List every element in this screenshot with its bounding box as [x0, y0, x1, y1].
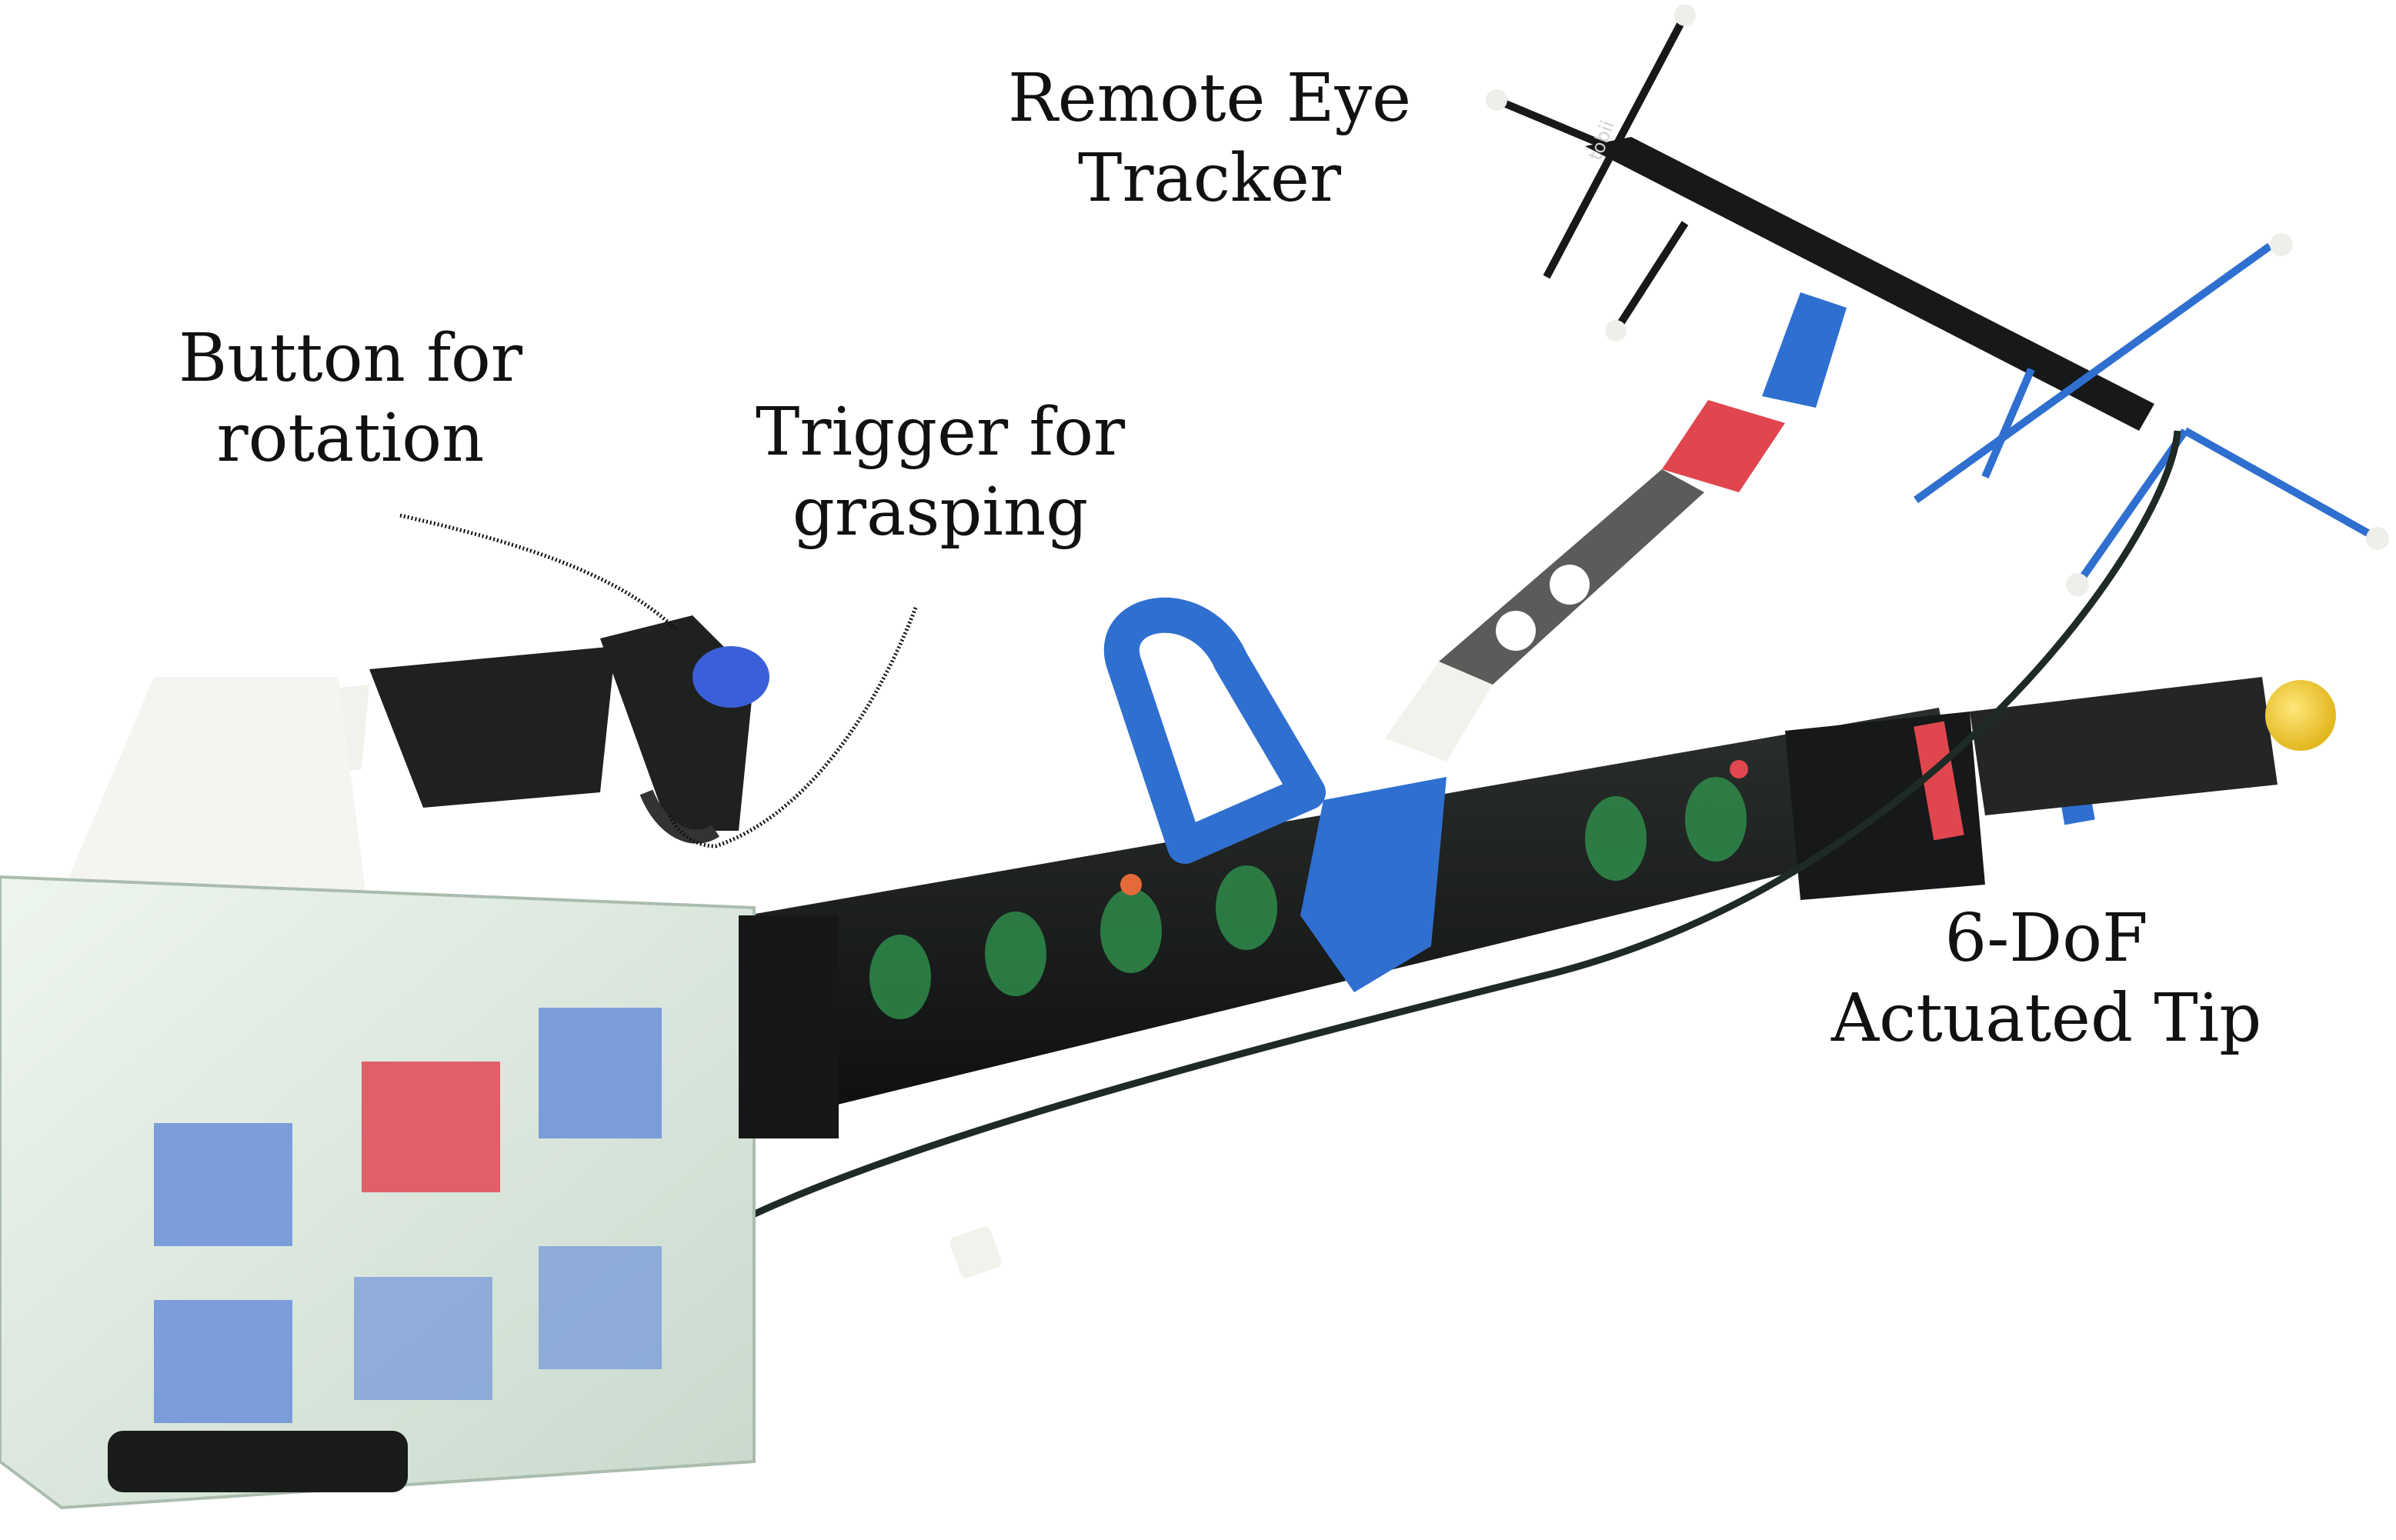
actuated-tip	[1785, 677, 2336, 900]
blue-handle	[1103, 597, 1447, 992]
grip-assembly	[285, 615, 769, 844]
eye-tracker-label: Remote Eye Tracker	[1008, 58, 1411, 218]
button-rotation-line2: rotation	[216, 400, 485, 477]
base-housing	[0, 677, 839, 1510]
trigger-grasping-line2: grasping	[792, 474, 1089, 551]
eye-tracker-line1: Remote Eye	[1008, 60, 1412, 137]
button-rotation-label: Button for rotation	[179, 318, 522, 478]
button-rotation-line1: Button for	[179, 320, 522, 397]
trigger-grasping-leader	[667, 607, 918, 848]
button-rotation-leader	[399, 513, 679, 632]
cable-clip	[949, 1226, 1002, 1278]
actuated-tip-label: 6-DoF Actuated Tip	[1831, 898, 2261, 1058]
trigger-grasping-label: Trigger for grasping	[756, 392, 1125, 552]
actuated-tip-line1: 6-DoF	[1944, 900, 2148, 977]
eye-tracker: tobii	[1486, 5, 2389, 596]
eye-tracker-line2: Tracker	[1078, 140, 1342, 217]
actuated-tip-line2: Actuated Tip	[1831, 980, 2262, 1057]
tracker-mount-arm	[1385, 292, 1847, 762]
trigger-grasping-line1: Trigger for	[756, 394, 1126, 471]
